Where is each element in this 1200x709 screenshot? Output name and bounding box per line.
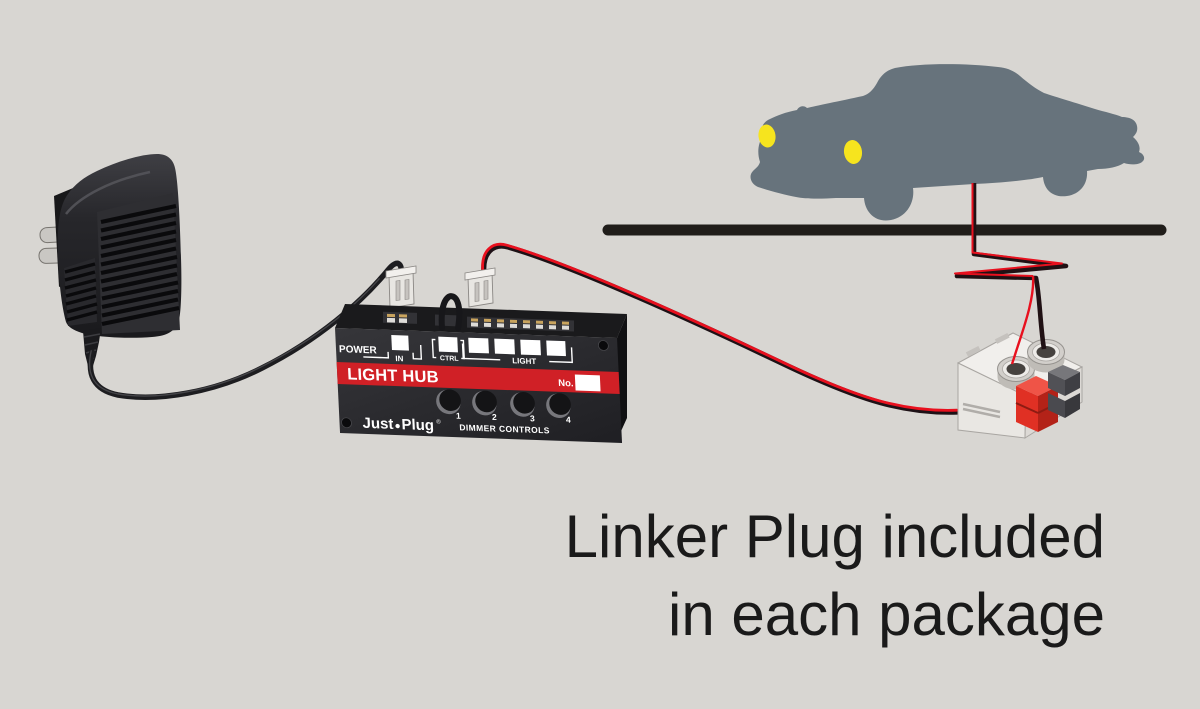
svg-text:®: ® — [436, 418, 441, 425]
light-wire — [481, 242, 961, 415]
in-label: IN — [395, 354, 404, 363]
caption: Linker Plug included in each package — [565, 503, 1105, 648]
headlight-rear — [843, 140, 863, 164]
dimmer-controls-label: DIMMER CONTROLS — [459, 422, 550, 435]
power-in-port — [391, 334, 409, 351]
linker-connector-gray — [1048, 365, 1080, 418]
car-silhouette — [750, 64, 1145, 221]
car-wire — [954, 183, 1069, 365]
light-port-1 — [468, 337, 489, 354]
power-cable — [87, 260, 404, 400]
dimmer-knob-1[interactable] — [436, 389, 462, 415]
linker-notch-2 — [994, 333, 1010, 344]
dimmer-knob-2[interactable] — [472, 390, 498, 416]
connector-plug-light — [464, 267, 496, 308]
light-hub: POWER IN CTRL LIGHT LIGHT HUB No. — [335, 293, 627, 444]
adapter-left-vents — [64, 258, 98, 326]
caption-line-1: Linker Plug included — [565, 503, 1105, 570]
hub-front-face: POWER IN CTRL LIGHT LIGHT HUB No. — [335, 328, 623, 444]
light-port-3 — [520, 339, 541, 356]
ctrl-port — [438, 336, 458, 353]
light-hub-band — [336, 362, 620, 395]
linker-plug — [956, 332, 1084, 439]
dimmer-knob-4[interactable] — [546, 393, 572, 419]
dimmer-knob-3[interactable] — [510, 391, 536, 417]
knob-number-3: 3 — [530, 413, 535, 423]
connector-plug-power — [385, 265, 417, 309]
adapter-vents — [97, 193, 180, 334]
ctrl-loop-wire — [438, 293, 463, 332]
linker-terminal-rear — [1027, 339, 1065, 373]
light-label: LIGHT — [512, 356, 537, 366]
light-port-2 — [494, 338, 515, 355]
number-box — [574, 374, 601, 392]
svg-text:Plug: Plug — [401, 416, 434, 434]
power-label: POWER — [339, 344, 378, 356]
svg-text:Just: Just — [362, 415, 394, 433]
linker-slot — [962, 402, 1001, 419]
knob-number-1: 1 — [456, 411, 461, 421]
brand-logo: Just Plug ® — [362, 415, 441, 435]
adapter-highlight — [65, 170, 151, 215]
power-adapter — [38, 154, 182, 366]
headlight-front — [758, 124, 776, 148]
screw-bottom-left — [341, 417, 352, 429]
linker-notch-1 — [965, 346, 981, 357]
car-body — [750, 64, 1145, 221]
ctrl-label: CTRL — [440, 355, 460, 363]
light-port-4 — [546, 340, 566, 357]
number-label: No. — [558, 378, 574, 390]
screw-top-right — [597, 340, 609, 351]
hub-top-ports — [383, 293, 574, 332]
knob-number-4: 4 — [566, 415, 571, 425]
caption-line-2: in each package — [668, 581, 1105, 648]
adapter-strain-relief — [83, 328, 101, 366]
knob-number-2: 2 — [492, 412, 497, 422]
light-hub-title: LIGHT HUB — [347, 365, 439, 386]
